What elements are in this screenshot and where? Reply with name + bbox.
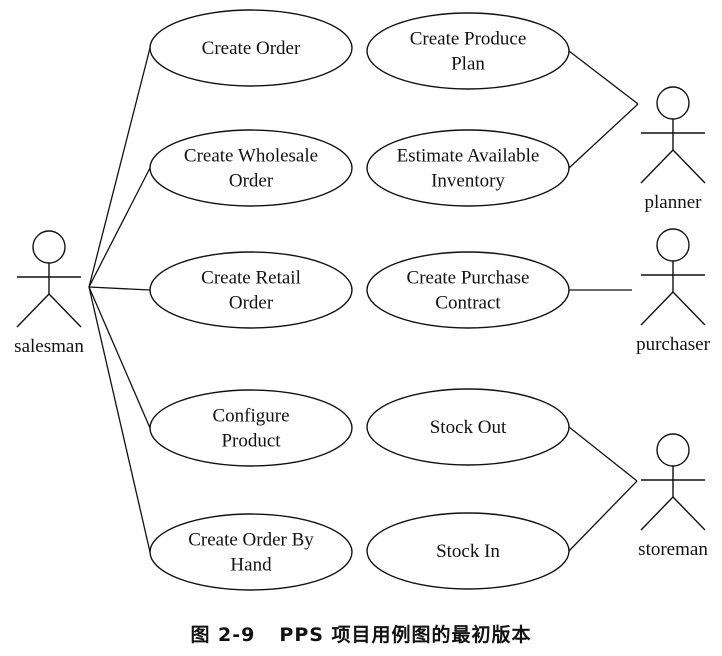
- actor-planner: planner: [640, 86, 706, 213]
- use-case-label: Estimate Available: [397, 146, 540, 167]
- actor-left-leg: [16, 293, 50, 328]
- use-case-ellipse: [366, 251, 570, 329]
- actor-head: [656, 228, 690, 262]
- actor-left-leg: [640, 149, 674, 184]
- use-case-label: Create Produce: [410, 29, 527, 50]
- use-case-create-order-by-hand: Create Order By Hand: [149, 513, 353, 591]
- association-storeman-stock-out: [568, 426, 638, 482]
- use-case-ellipse: [149, 129, 353, 207]
- use-case-label: Plan: [451, 54, 485, 75]
- use-case-label: Order: [229, 171, 274, 192]
- actors: salesman planner purchaser storeman: [14, 86, 711, 560]
- stick-figure-icon: [640, 86, 706, 184]
- actor-right-leg: [672, 149, 706, 184]
- association-storeman-stock-in: [568, 480, 638, 552]
- use-case-label: Create Order By: [188, 530, 314, 551]
- association-salesman-create-order-by-hand: [88, 286, 151, 553]
- actor-label: salesman: [14, 336, 84, 357]
- use-case-label: Stock Out: [430, 417, 507, 438]
- actor-salesman: salesman: [14, 230, 84, 357]
- actor-purchaser: purchaser: [636, 228, 711, 355]
- use-case-label: Create Wholesale: [184, 146, 318, 167]
- association-planner-create-produce-plan: [568, 50, 639, 105]
- associations: [88, 47, 639, 553]
- actor-label: purchaser: [636, 334, 711, 355]
- use-case-ellipse: [149, 9, 353, 87]
- use-case-stock-in: Stock In: [366, 512, 570, 590]
- figure-caption: 图 2-9 PPS 项目用例图的最初版本: [0, 620, 722, 647]
- stick-figure-icon: [16, 230, 82, 328]
- use-case-ellipse: [366, 388, 570, 466]
- use-case-ellipse: [149, 251, 353, 329]
- use-case-label: Create Retail: [201, 268, 301, 289]
- actor-head: [656, 86, 690, 120]
- use-case-label: Contract: [435, 293, 501, 314]
- use-case-ellipse: [149, 513, 353, 591]
- use-case-label: Configure: [212, 406, 289, 427]
- association-salesman-create-retail-order: [88, 286, 151, 291]
- use-case-label: Create Purchase: [407, 268, 530, 289]
- actor-label: planner: [645, 192, 703, 213]
- actor-head: [32, 230, 66, 264]
- actor-right-leg: [672, 291, 706, 326]
- figure-title: PPS 项目用例图的最初版本: [279, 624, 532, 646]
- use-case-label: Stock In: [436, 541, 500, 562]
- use-case-label: Create Order: [202, 38, 301, 59]
- actor-head: [656, 433, 690, 467]
- actor-left-leg: [640, 291, 674, 326]
- actor-label: storeman: [638, 539, 708, 560]
- actor-left-leg: [640, 496, 674, 531]
- actor-right-leg: [48, 293, 82, 328]
- association-salesman-create-wholesale-order: [88, 167, 151, 288]
- use-case-label: Product: [221, 431, 281, 452]
- association-salesman-configure-product: [88, 286, 151, 429]
- use-case-label: Order: [229, 293, 274, 314]
- association-salesman-create-order: [88, 47, 151, 288]
- use-case-label: Hand: [230, 555, 272, 576]
- use-case-create-order: Create Order: [149, 9, 353, 87]
- association-planner-estimate-available-inventory: [568, 103, 639, 169]
- figure-number: 图 2-9: [190, 624, 256, 646]
- use-case-ellipse: [149, 389, 353, 467]
- actor-right-leg: [672, 496, 706, 531]
- use-case-ellipse: [366, 512, 570, 590]
- use-case-ellipse: [366, 129, 570, 207]
- use-case-label: Inventory: [431, 171, 505, 192]
- use-case-ellipse: [366, 12, 570, 90]
- stick-figure-icon: [640, 433, 706, 531]
- use-case-stock-out: Stock Out: [366, 388, 570, 466]
- stick-figure-icon: [640, 228, 706, 326]
- actor-storeman: storeman: [638, 433, 708, 560]
